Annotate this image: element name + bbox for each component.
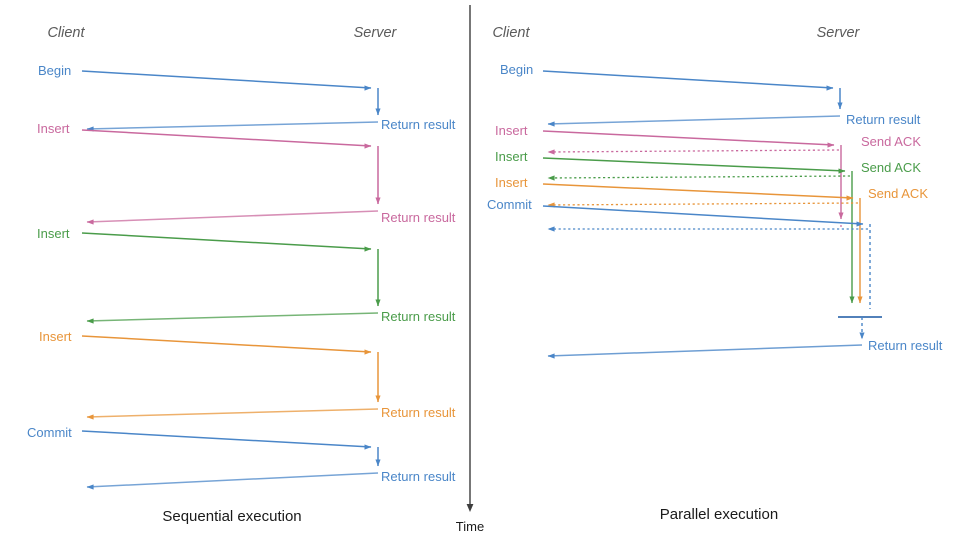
left-client-message-label-4: Commit (27, 425, 72, 440)
right-reply-label-3: Send ACK (868, 186, 928, 201)
right-request-arrow-4 (542, 205, 864, 227)
left-return-label-1: Return result (381, 210, 456, 225)
right-client-role-label: Client (492, 25, 530, 41)
right-ack-arrow-1 (547, 149, 840, 155)
left-client-message-label-3: Insert (39, 329, 72, 344)
right-client-message-label-0: Begin (500, 62, 533, 77)
left-client-message-label-0: Begin (38, 63, 71, 78)
left-client-message-label-1: Insert (37, 121, 70, 136)
left-response-arrow-1 (86, 210, 379, 225)
right-request-arrow-0 (542, 70, 834, 91)
left-request-arrow-1 (81, 129, 372, 149)
time-axis-arrowhead (466, 504, 474, 512)
left-client-message-label-2: Insert (37, 226, 70, 241)
center-divider-group: Time (456, 5, 484, 534)
left-return-label-2: Return result (381, 309, 456, 324)
left-return-label-0: Return result (381, 117, 456, 132)
right-server-role-label: Server (817, 25, 861, 41)
left-return-label-3: Return result (381, 405, 456, 420)
left-response-arrow-3 (86, 408, 379, 420)
left-client-role-label: Client (47, 25, 85, 41)
left-server-role-label: Server (354, 25, 398, 41)
left-request-arrow-3 (81, 335, 372, 355)
right-reply-label-1: Send ACK (861, 134, 921, 149)
right-request-arrow-1 (542, 130, 835, 148)
time-axis-label: Time (456, 519, 484, 534)
left-return-label-4: Return result (381, 469, 456, 484)
right-client-message-label-1: Insert (495, 123, 528, 138)
right-request-arrow-2 (542, 157, 846, 174)
left-response-arrow-2 (86, 312, 379, 324)
right-ack-arrow-3 (547, 202, 859, 208)
right-request-arrow-3 (542, 183, 854, 201)
left-request-arrow-2 (81, 232, 372, 252)
right-reply-label-2: Send ACK (861, 160, 921, 175)
left-panel-caption: Sequential execution (162, 508, 301, 525)
right-final-return-arrow (547, 344, 863, 359)
left-request-arrow-4 (81, 430, 372, 450)
right-client-message-label-3: Insert (495, 175, 528, 190)
right-message-4: Commit (487, 197, 871, 309)
right-reply-label-0: Return result (846, 112, 921, 127)
left-response-arrow-4 (86, 472, 379, 490)
right-client-message-label-2: Insert (495, 149, 528, 164)
right-ack-arrow-2 (547, 175, 851, 181)
right-client-message-label-4: Commit (487, 197, 532, 212)
left-request-arrow-0 (81, 70, 372, 91)
right-final-return-label: Return result (868, 338, 943, 353)
right-panel-caption: Parallel execution (660, 506, 778, 523)
right-response-arrow-0 (547, 115, 841, 127)
left-response-arrow-0 (86, 121, 379, 132)
